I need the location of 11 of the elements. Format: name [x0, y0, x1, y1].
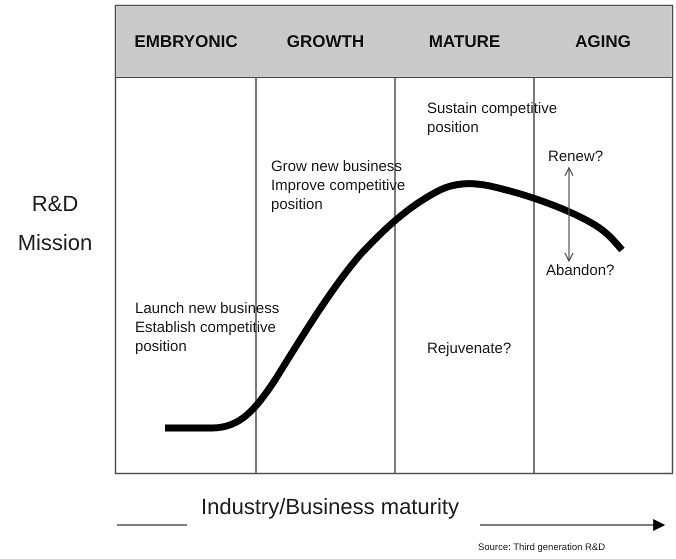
mission-text: Rejuvenate? [427, 340, 512, 359]
option-text: Abandon? [546, 262, 614, 281]
axis-title: Industry/Business maturity [200, 493, 460, 521]
option-text: Renew? [548, 148, 604, 167]
stage-header: MATURE [395, 6, 534, 78]
stage-header: GROWTH [256, 6, 395, 78]
source-note: Source: Third generation R&D [478, 542, 606, 554]
axis-title: R&D Mission [16, 190, 94, 256]
stage-header: AGING [534, 6, 672, 78]
stage-header: EMBRYONIC [116, 6, 256, 78]
double-arrow [564, 167, 574, 262]
